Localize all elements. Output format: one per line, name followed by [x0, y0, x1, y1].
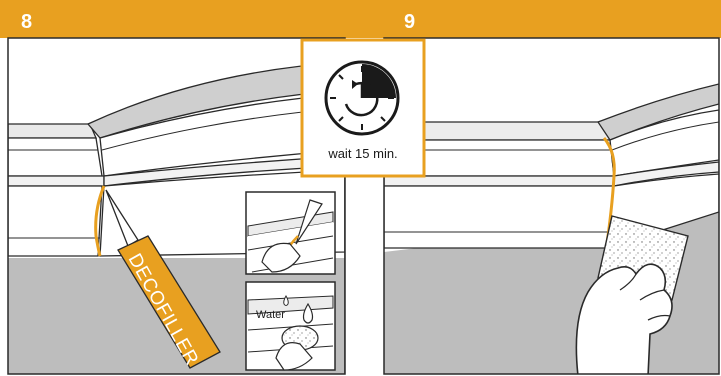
step-number-8: 8	[21, 11, 32, 33]
clock-icon	[326, 62, 398, 134]
inset-spatula	[246, 192, 335, 274]
step-number-9: 9	[404, 11, 415, 33]
wait-label: wait 15 min.	[327, 146, 397, 161]
step-header-bar	[0, 0, 721, 38]
wait-badge: wait 15 min.	[302, 40, 424, 176]
inset-water-sponge: Water	[246, 282, 335, 370]
water-label: Water	[256, 309, 285, 321]
panel-step-9	[384, 38, 719, 376]
